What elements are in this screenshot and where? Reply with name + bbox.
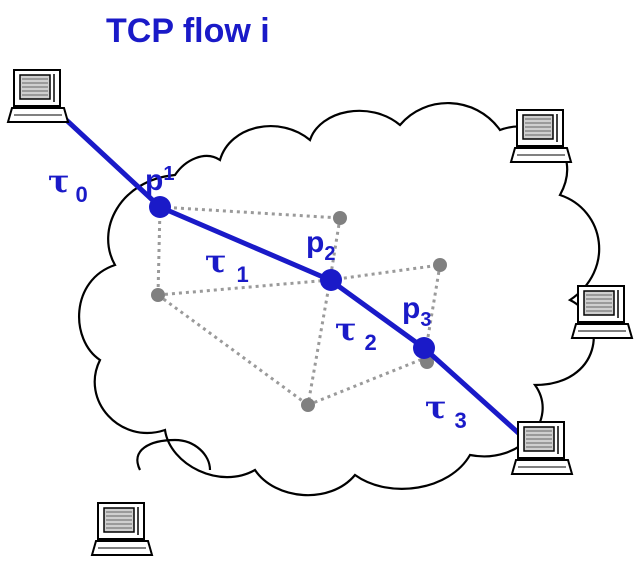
router-node bbox=[433, 258, 447, 272]
flow-router-p1 bbox=[149, 196, 171, 218]
router-node bbox=[333, 211, 347, 225]
computer-icon bbox=[511, 421, 573, 475]
diagram-title: TCP flow i bbox=[106, 12, 270, 50]
flow-router-p3 bbox=[413, 337, 435, 359]
network-cloud bbox=[78, 102, 601, 497]
router-label-p2: p2 bbox=[306, 226, 335, 265]
router-label-p1: p1 bbox=[145, 163, 174, 197]
computer-icon bbox=[510, 109, 572, 163]
computer-icon bbox=[571, 285, 633, 339]
router-label-p3: p3 bbox=[402, 292, 431, 331]
router-node bbox=[151, 288, 165, 302]
flow-router-p2 bbox=[320, 269, 342, 291]
partial-cloud bbox=[136, 438, 212, 471]
router-node bbox=[301, 398, 315, 412]
computer-icon bbox=[91, 502, 153, 556]
computer-icon bbox=[7, 69, 69, 123]
